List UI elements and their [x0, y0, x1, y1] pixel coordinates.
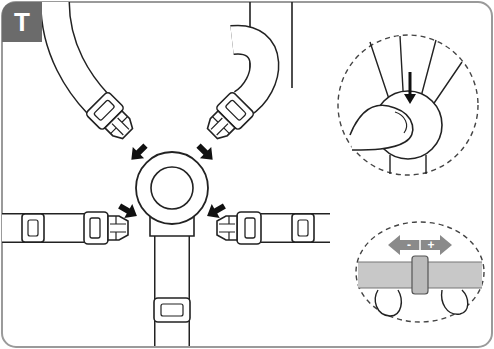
- minus-sign: -: [402, 238, 416, 252]
- plus-sign: +: [424, 238, 438, 252]
- straps: [2, 2, 330, 346]
- buckle: [136, 152, 208, 224]
- insert-arrows: [116, 140, 229, 223]
- release-inset: [338, 35, 478, 175]
- section-tab: [2, 2, 42, 42]
- adjust-inset: [356, 222, 484, 322]
- section-letter: T: [4, 4, 40, 40]
